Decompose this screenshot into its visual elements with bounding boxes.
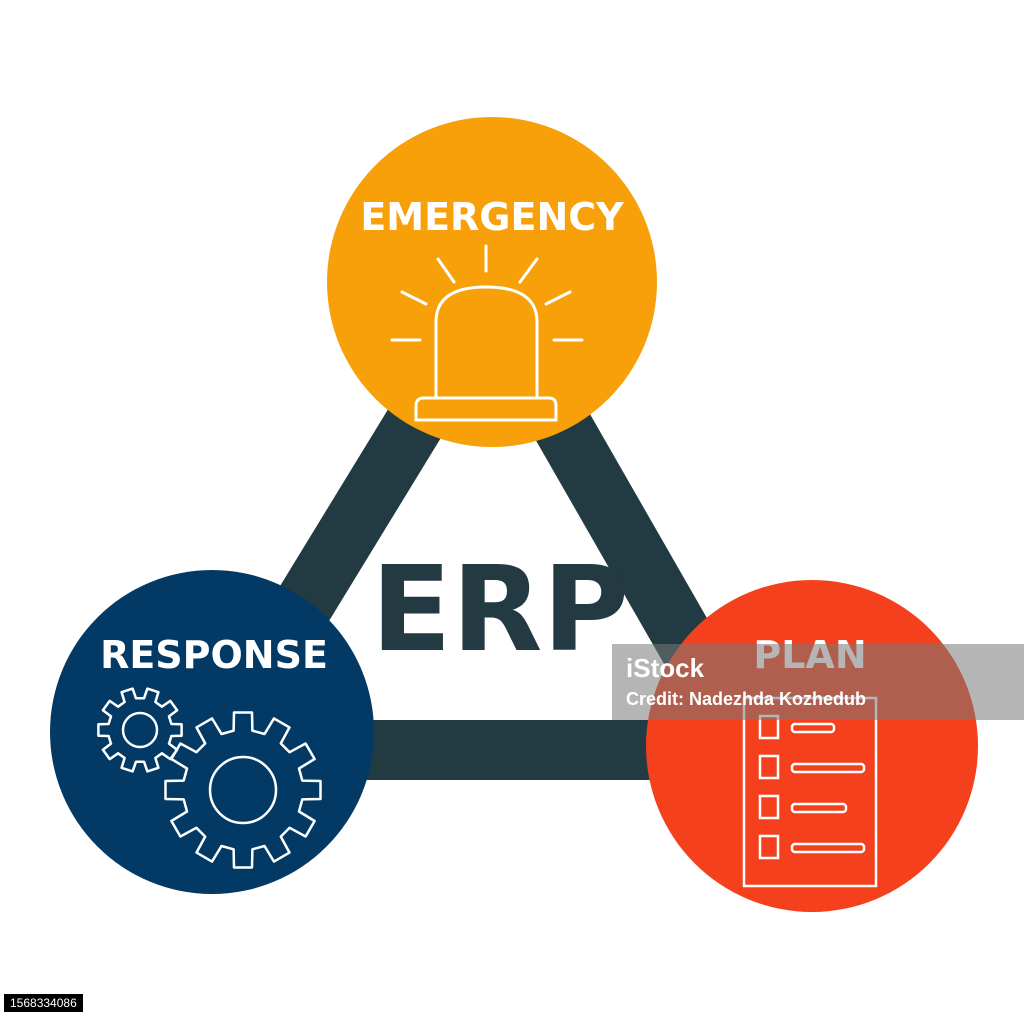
watermark-logo: iStock bbox=[626, 653, 705, 683]
gears-icon bbox=[97, 687, 322, 869]
emergency-circle bbox=[327, 117, 657, 447]
emergency-node: EMERGENCY bbox=[327, 117, 657, 447]
stock-id: 1568334086 bbox=[4, 994, 83, 1012]
watermark-banner: iStock Credit: Nadezhda Kozhedub bbox=[612, 644, 1024, 720]
center-label: ERP bbox=[371, 540, 629, 678]
response-node: RESPONSE bbox=[50, 570, 374, 894]
emergency-label: EMERGENCY bbox=[360, 195, 624, 239]
plan-circle bbox=[646, 580, 978, 912]
watermark-credit: Credit: Nadezhda Kozhedub bbox=[626, 689, 867, 709]
siren-icon bbox=[390, 244, 584, 422]
response-circle bbox=[50, 570, 374, 894]
plan-node: PLAN bbox=[646, 580, 978, 912]
response-label: RESPONSE bbox=[100, 633, 328, 677]
triangle-connector bbox=[161, 241, 800, 780]
